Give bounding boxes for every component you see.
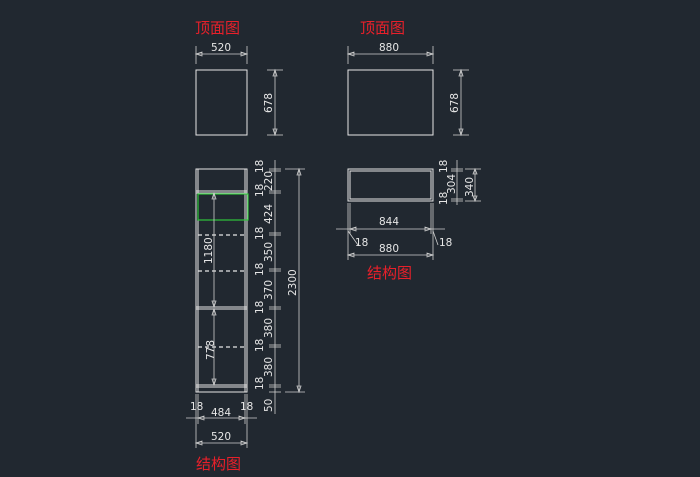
top-view-title-right: 顶面图: [360, 19, 405, 37]
top-right-depth-label: 678: [449, 93, 461, 113]
low-inner-width-label: 844: [379, 216, 399, 228]
low-overall-height-label: 340: [464, 177, 476, 197]
structure-title-right: 结构图: [367, 264, 412, 282]
stack-label-0: 18: [254, 160, 266, 173]
stack-label-3: 424: [263, 204, 275, 224]
stack-label-1: 220: [263, 171, 275, 191]
stack-label-11: 380: [263, 357, 275, 377]
stack-label-7: 370: [263, 280, 275, 300]
low-cabinet-outline: [347, 168, 434, 202]
top-view-right-outline: [347, 69, 434, 136]
stack-label-13: 50: [263, 399, 275, 412]
stack-label-4: 18: [254, 227, 266, 240]
structure-left: 1180 778 18 220 18 424 18 350 18: [186, 160, 305, 448]
stack-label-8: 18: [254, 301, 266, 314]
inner-width-label: 484: [211, 407, 231, 419]
stack-label-2: 18: [254, 184, 266, 197]
selected-shelf-highlight: [197, 193, 249, 221]
right-side-thickness-label: 18: [240, 401, 253, 413]
top-view-right: 880 678: [346, 42, 469, 137]
stack-label-6: 18: [254, 263, 266, 276]
cabinet-outline: [195, 168, 248, 393]
top-left-width-label: 520: [211, 42, 231, 54]
stack-label-9: 380: [263, 318, 275, 338]
low-left-side-label: 18: [355, 237, 368, 249]
stack-label-10: 18: [254, 339, 266, 352]
low-right-side-label: 18: [439, 237, 452, 249]
low-bottom-panel-label: 18: [438, 192, 450, 205]
inner-upper-label: 1180: [203, 237, 215, 264]
top-view-left-outline: [195, 69, 248, 136]
top-view-title-left: 顶面图: [195, 19, 240, 37]
low-overall-width-label: 880: [379, 243, 399, 255]
top-view-left: 520 678: [194, 42, 283, 137]
stack-label-12: 18: [254, 377, 266, 390]
overall-height-label: 2300: [287, 269, 299, 296]
structure-right: 18 304 18 340 844 18 18 880: [336, 160, 481, 260]
low-inner-height-label: 304: [446, 174, 458, 194]
top-right-width-label: 880: [379, 42, 399, 54]
overall-width-label: 520: [211, 431, 231, 443]
top-left-depth-label: 678: [263, 93, 275, 113]
stack-label-5: 350: [263, 242, 275, 262]
structure-title-left: 结构图: [196, 455, 241, 473]
left-side-thickness-label: 18: [190, 401, 203, 413]
low-top-panel-label: 18: [438, 160, 450, 173]
inner-lower-label: 778: [205, 340, 217, 360]
